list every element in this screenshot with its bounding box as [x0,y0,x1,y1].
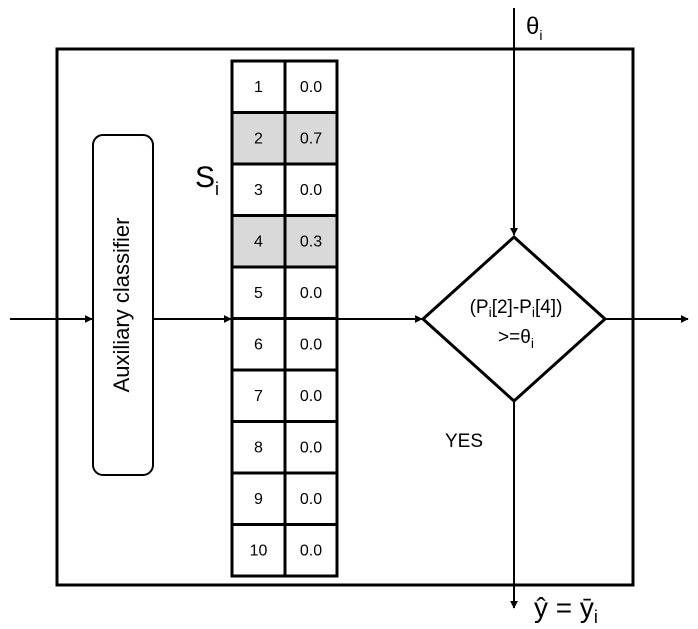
score-value: 0.0 [300,439,322,456]
score-index: 3 [254,182,263,199]
score-index: 4 [254,233,263,250]
score-value: 0.7 [300,130,322,147]
score-value-cell [283,523,339,578]
score-value: 0.3 [300,233,322,250]
score-value: 0.0 [300,79,322,96]
score-value-cell [283,162,339,217]
score-label: Si [195,161,219,199]
decision-condition-line1: (Pi[2]-Pi[4]) [470,297,563,320]
score-value: 0.0 [300,542,322,559]
score-index: 10 [250,542,268,559]
score-index: 8 [254,439,263,456]
score-index: 1 [254,79,263,96]
score-value-cell [283,368,339,423]
yes-label: YES [445,431,483,452]
output-label: ŷ = ȳi [534,592,598,627]
score-value: 0.0 [300,182,322,199]
score-index-cell [230,368,287,423]
score-index: 5 [254,285,263,302]
score-index: 7 [254,388,263,405]
score-value: 0.0 [300,388,322,405]
score-value: 0.0 [300,285,322,302]
score-index-cell [230,162,287,217]
classifier-box [92,134,154,476]
score-value-cell [283,420,339,475]
score-index: 6 [254,336,263,353]
theta-label: θi [526,13,542,43]
decision-diamond [420,234,608,404]
score-index: 2 [254,130,263,147]
score-index-cell [230,523,287,578]
score-value: 0.0 [300,491,322,508]
decision-condition-line2: >=θi [498,327,534,351]
outer-box [55,47,635,587]
score-value: 0.0 [300,336,322,353]
score-value-cell [283,59,339,114]
score-index-cell [230,111,287,166]
score-index: 9 [254,491,263,508]
classifier-label: Auxiliary classifier [109,218,134,393]
score-value-cell [283,111,339,166]
